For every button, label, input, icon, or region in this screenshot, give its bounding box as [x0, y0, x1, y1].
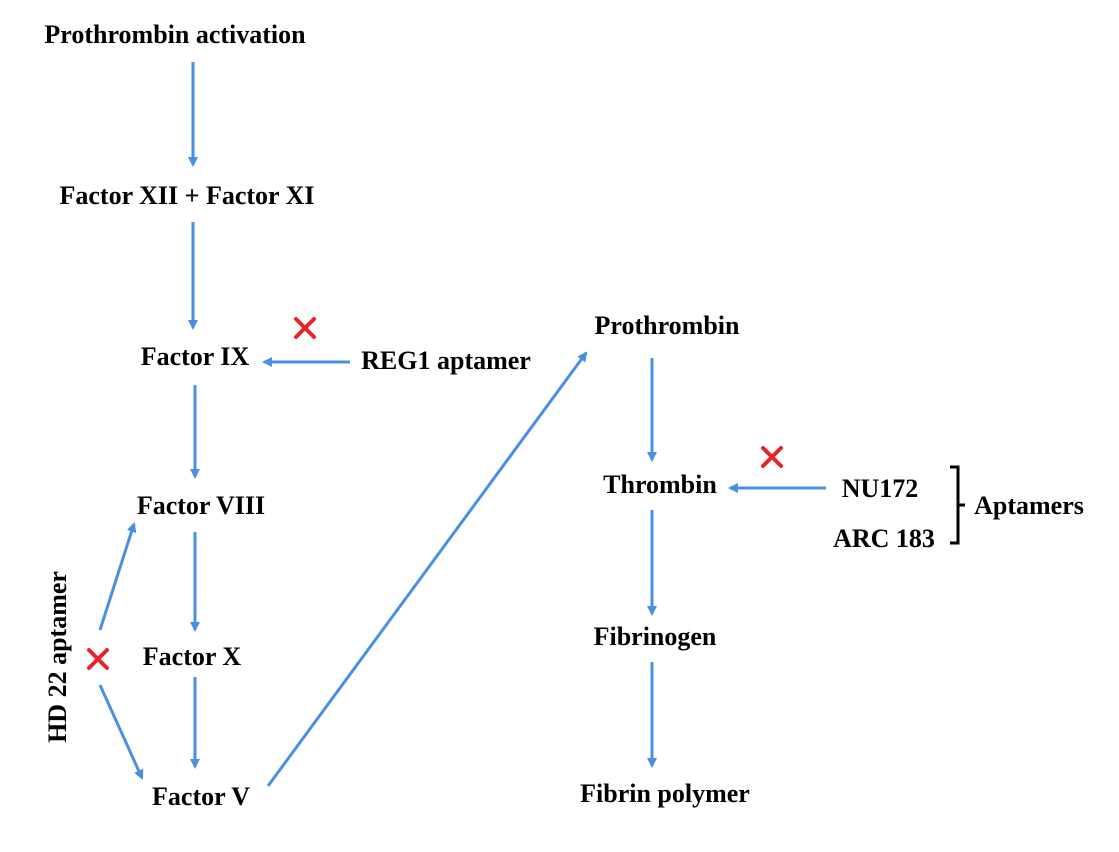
node-prothrombin: Prothrombin [594, 311, 740, 340]
node-fibrin-polymer: Fibrin polymer [580, 779, 750, 808]
node-factor-viii: Factor VIII [136, 491, 266, 520]
red-x-icon [87, 648, 109, 670]
aptamers-bracket [950, 465, 965, 545]
node-reg1-aptamer: REG1 aptamer [361, 346, 531, 375]
arrow-v-to-prothrombin [266, 351, 588, 787]
node-factor-xii-xi: Factor XII + Factor XI [59, 181, 315, 210]
node-nu172: NU172 [841, 474, 919, 503]
arrow-hd22-to-v [98, 684, 144, 780]
node-fibrinogen: Fibrinogen [593, 622, 717, 651]
node-factor-v: Factor V [152, 782, 250, 811]
node-prothrombin-activation: Prothrombin activation [44, 20, 306, 49]
node-arc183: ARC 183 [833, 524, 935, 553]
node-factor-ix: Factor IX [140, 342, 250, 371]
arrow-hd22-to-viii [98, 522, 137, 631]
node-factor-x: Factor X [142, 642, 242, 671]
node-aptamers: Aptamers [974, 491, 1084, 520]
red-x-icon [294, 317, 316, 339]
red-x-icon [761, 446, 783, 468]
node-thrombin: Thrombin [603, 470, 717, 499]
node-hd22-aptamer: HD 22 aptamer [43, 571, 72, 743]
